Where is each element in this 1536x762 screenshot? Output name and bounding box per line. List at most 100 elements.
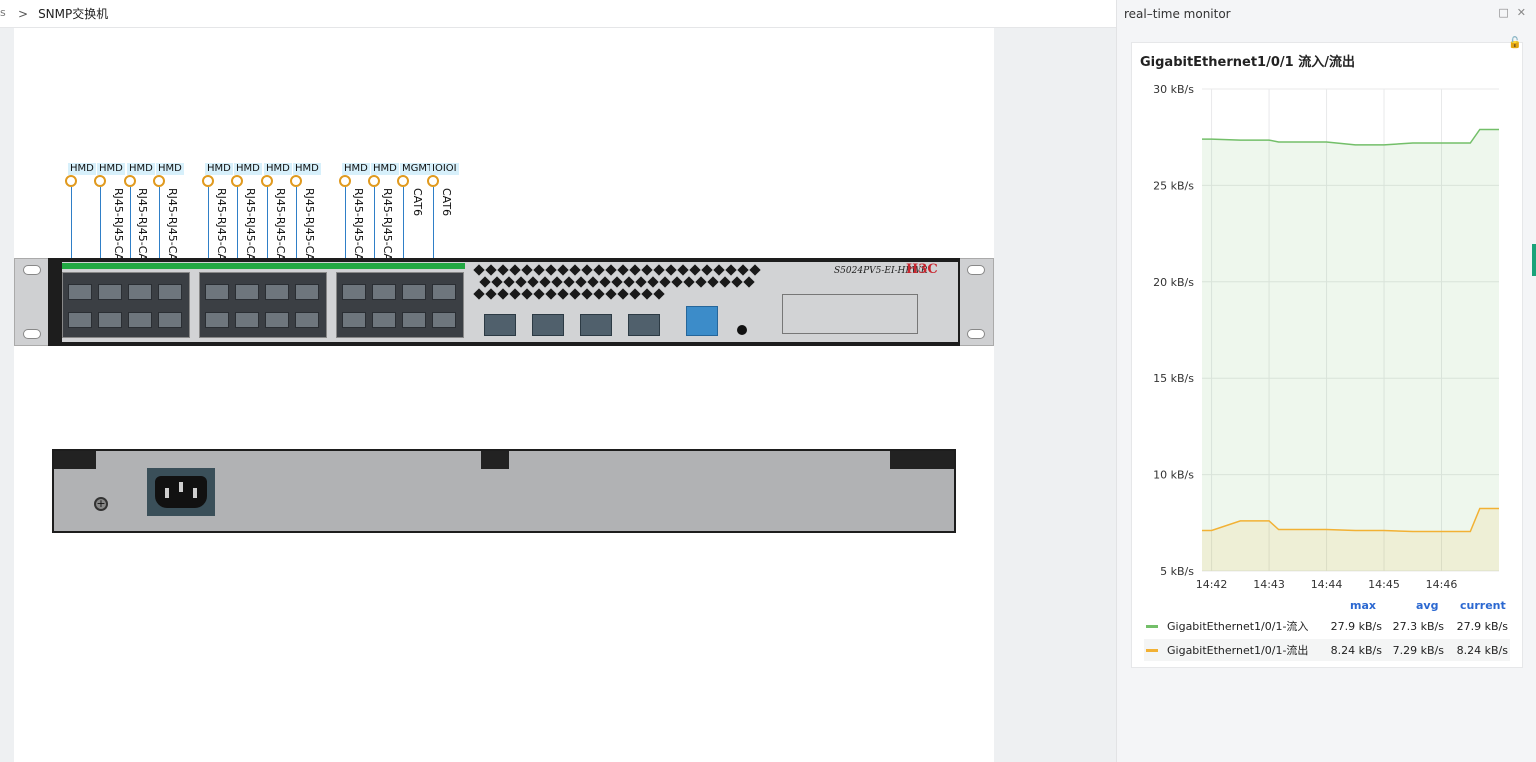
rj45-port[interactable] bbox=[295, 312, 319, 328]
link-wire bbox=[208, 187, 209, 293]
link-wire bbox=[403, 187, 404, 293]
rj45-port[interactable] bbox=[265, 284, 289, 300]
vent-hole bbox=[515, 276, 527, 288]
rj45-port[interactable] bbox=[98, 284, 122, 300]
legend-row[interactable]: GigabitEthernet1/0/1-流出 8.24 kB/s 7.29 k… bbox=[1144, 639, 1510, 661]
rj45-port[interactable] bbox=[372, 284, 396, 300]
sfp-port[interactable] bbox=[628, 314, 660, 336]
link-endpoint[interactable] bbox=[261, 175, 273, 187]
vent-hole bbox=[725, 264, 737, 276]
mode-button[interactable] bbox=[737, 325, 747, 335]
rj45-port[interactable] bbox=[158, 284, 182, 300]
sfp-port[interactable] bbox=[580, 314, 612, 336]
link-endpoint[interactable] bbox=[65, 175, 77, 187]
vent-hole bbox=[473, 288, 485, 300]
rj45-port[interactable] bbox=[235, 284, 259, 300]
link-label-top[interactable]: HMD bbox=[342, 163, 370, 175]
vent-hole bbox=[665, 264, 677, 276]
maximize-icon[interactable]: □ bbox=[1498, 6, 1509, 19]
close-icon[interactable]: ✕ bbox=[1516, 6, 1526, 19]
link-endpoint[interactable] bbox=[202, 175, 214, 187]
rj45-port[interactable] bbox=[205, 312, 229, 328]
rj45-port[interactable] bbox=[68, 312, 92, 328]
link-endpoint[interactable] bbox=[397, 175, 409, 187]
vent-hole bbox=[617, 264, 629, 276]
vent-hole bbox=[539, 276, 551, 288]
rj45-port[interactable] bbox=[158, 312, 182, 328]
rj45-port[interactable] bbox=[205, 284, 229, 300]
legend-header-max[interactable]: max bbox=[1350, 599, 1376, 612]
traffic-chart[interactable]: 5 kB/s10 kB/s15 kB/s20 kB/s25 kB/s30 kB/… bbox=[1132, 73, 1524, 593]
switch-model: S5024PV5-EI-HPWR bbox=[834, 266, 928, 276]
legend-row[interactable]: GigabitEthernet1/0/1-流入 27.9 kB/s 27.3 k… bbox=[1144, 615, 1510, 637]
vent-hole bbox=[629, 264, 641, 276]
link-endpoint[interactable] bbox=[153, 175, 165, 187]
link-label-top[interactable]: IOIOI bbox=[430, 163, 459, 175]
sfp-port[interactable] bbox=[532, 314, 564, 336]
sfp-port[interactable] bbox=[484, 314, 516, 336]
switch-rear[interactable]: + bbox=[52, 449, 956, 533]
rj45-port[interactable] bbox=[432, 284, 456, 300]
link-label-vertical: CAT6 bbox=[411, 188, 424, 217]
realtime-monitor-panel: real–time monitor □ ✕ GigabitEthernet1/0… bbox=[1116, 0, 1536, 762]
vent-hole bbox=[749, 264, 761, 276]
topology-canvas[interactable] bbox=[14, 28, 994, 762]
rj45-port[interactable] bbox=[235, 312, 259, 328]
card-title: GigabitEthernet1/0/1 流入/流出 bbox=[1140, 55, 1355, 70]
link-label-top[interactable]: HMD bbox=[97, 163, 125, 175]
link-label-top[interactable]: MGMT bbox=[400, 163, 436, 175]
vent-hole bbox=[497, 264, 509, 276]
rj45-port[interactable] bbox=[128, 284, 152, 300]
rj45-port[interactable] bbox=[432, 312, 456, 328]
link-endpoint[interactable] bbox=[427, 175, 439, 187]
breadcrumb: s > SNMP交换机 bbox=[0, 0, 1116, 28]
vent-hole bbox=[551, 276, 563, 288]
link-endpoint[interactable] bbox=[124, 175, 136, 187]
rj45-port[interactable] bbox=[295, 284, 319, 300]
rj45-port[interactable] bbox=[342, 284, 366, 300]
console-port[interactable] bbox=[686, 306, 718, 336]
monitor-title: real–time monitor bbox=[1124, 7, 1231, 21]
vent-hole bbox=[689, 264, 701, 276]
chevron-right-icon: > bbox=[18, 6, 29, 21]
legend-header-current[interactable]: current bbox=[1460, 599, 1506, 612]
vent-hole bbox=[479, 276, 491, 288]
legend-header-avg[interactable]: avg bbox=[1416, 599, 1439, 612]
page-title[interactable]: SNMP交换机 bbox=[38, 7, 109, 21]
rj45-port[interactable] bbox=[342, 312, 366, 328]
link-label-top[interactable]: HMD bbox=[293, 163, 321, 175]
link-endpoint[interactable] bbox=[290, 175, 302, 187]
vent-hole bbox=[563, 276, 575, 288]
vent-hole bbox=[683, 276, 695, 288]
vent-hole bbox=[521, 288, 533, 300]
rj45-port[interactable] bbox=[265, 312, 289, 328]
vent-hole bbox=[641, 288, 653, 300]
link-label-top[interactable]: HMD bbox=[127, 163, 155, 175]
link-endpoint[interactable] bbox=[94, 175, 106, 187]
breadcrumb-edge: s bbox=[0, 6, 6, 19]
scroll-indicator[interactable] bbox=[1532, 244, 1536, 276]
link-endpoint[interactable] bbox=[339, 175, 351, 187]
link-label-top[interactable]: HMD bbox=[156, 163, 184, 175]
vent-hole bbox=[569, 288, 581, 300]
link-endpoint[interactable] bbox=[231, 175, 243, 187]
vent-hole bbox=[737, 264, 749, 276]
rj45-port[interactable] bbox=[402, 284, 426, 300]
vent-hole bbox=[497, 288, 509, 300]
vent-hole bbox=[623, 276, 635, 288]
rj45-port[interactable] bbox=[98, 312, 122, 328]
rj45-port[interactable] bbox=[402, 312, 426, 328]
link-endpoint[interactable] bbox=[368, 175, 380, 187]
rj45-port[interactable] bbox=[128, 312, 152, 328]
link-label-top[interactable]: HMD bbox=[264, 163, 292, 175]
vent-hole bbox=[653, 288, 665, 300]
rj45-port[interactable] bbox=[68, 284, 92, 300]
link-label-top[interactable]: HMD bbox=[68, 163, 96, 175]
link-label-top[interactable]: HMD bbox=[371, 163, 399, 175]
link-wire bbox=[237, 187, 238, 293]
unlock-icon[interactable]: 🔓 bbox=[1508, 36, 1522, 49]
link-label-top[interactable]: HMD bbox=[234, 163, 262, 175]
link-label-top[interactable]: HMD bbox=[205, 163, 233, 175]
rj45-port[interactable] bbox=[372, 312, 396, 328]
vent-hole bbox=[671, 276, 683, 288]
